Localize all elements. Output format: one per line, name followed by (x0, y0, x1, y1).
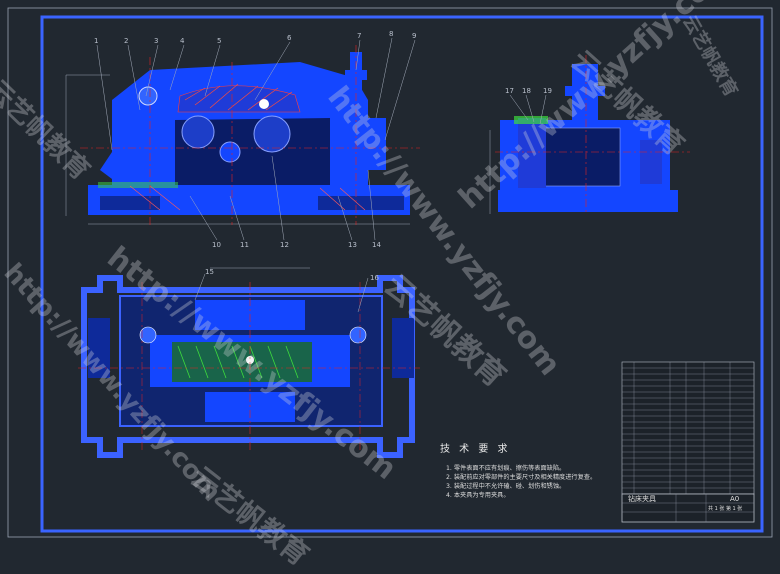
balloon-16: 16 (370, 274, 379, 282)
tech-note-1: 1. 零件表面不应有划痕、擦伤等表面缺陷。 (446, 465, 566, 472)
drawing-sheet: 1 2 3 4 5 6 7 8 9 10 11 12 13 14 17 18 1… (7, 7, 773, 538)
balloon-2: 2 (124, 37, 128, 45)
front-leaders (96, 37, 416, 241)
tech-note-3: 3. 装配过程中不允许磕、碰、划伤和锈蚀。 (446, 483, 566, 490)
side-balloon-labels: 17 18 19 (505, 87, 552, 95)
tech-note-4: 4. 本夹具为专用夹具。 (446, 492, 510, 499)
drawing-frame (40, 15, 764, 533)
outer-border (7, 7, 773, 538)
balloon-8: 8 (389, 30, 393, 38)
balloon-11: 11 (240, 241, 249, 249)
balloon-13: 13 (348, 241, 357, 249)
title-block-text: 钻床夹具 A0 共 1 张 第 1 张 (628, 494, 742, 512)
balloon-7: 7 (357, 32, 361, 40)
balloon-6: 6 (287, 34, 292, 42)
balloon-1: 1 (94, 37, 98, 45)
tech-requirements-title: 技 术 要 求 (440, 444, 511, 455)
balloon-3: 3 (154, 37, 158, 45)
tech-requirements-notes: 1. 零件表面不应有划痕、擦伤等表面缺陷。 2. 装配前应对零部件的主要尺寸及相… (446, 464, 596, 500)
title-block-scale: A0 (730, 495, 739, 503)
balloon-14: 14 (372, 241, 381, 249)
tech-note-2: 2. 装配前应对零部件的主要尺寸及相关精度进行复查。 (446, 474, 597, 481)
balloon-17: 17 (505, 87, 514, 95)
title-block-sheet: 共 1 张 第 1 张 (708, 505, 742, 512)
front-balloon-labels: 1 2 3 4 5 6 7 8 9 10 11 12 13 14 (94, 30, 416, 249)
balloon-5: 5 (217, 37, 221, 45)
balloon-15: 15 (205, 268, 214, 276)
balloon-10: 10 (212, 241, 221, 249)
side-view (489, 55, 690, 215)
top-view (78, 267, 420, 458)
title-block-name: 钻床夹具 (628, 494, 656, 503)
balloon-19: 19 (543, 87, 552, 95)
balloon-12: 12 (280, 241, 289, 249)
balloon-9: 9 (412, 32, 416, 40)
balloon-18: 18 (522, 87, 531, 95)
title-block (621, 493, 755, 523)
parts-list (621, 361, 755, 495)
front-view (65, 45, 420, 225)
top-balloon-labels: 15 16 (205, 268, 379, 282)
balloon-4: 4 (180, 37, 185, 45)
